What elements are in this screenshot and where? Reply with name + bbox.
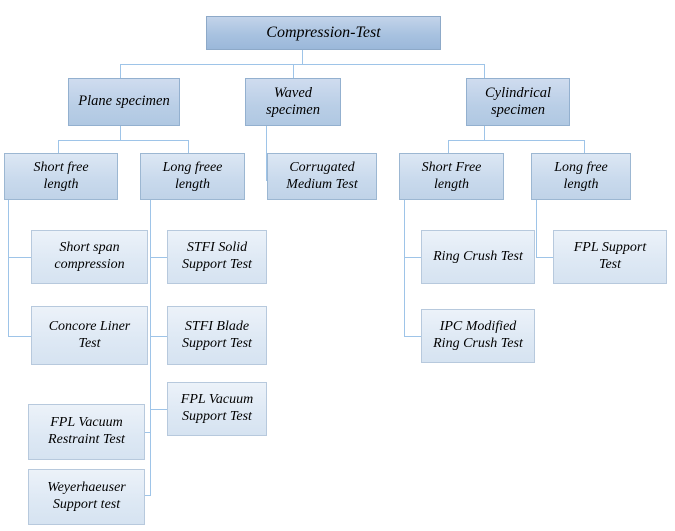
node-long-free-length-right-label: Long free length <box>554 159 608 192</box>
connector-short-free-right-spine <box>404 200 405 336</box>
connector-root-to-waved <box>293 64 294 78</box>
node-ring-crush-test-label: Ring Crush Test <box>433 248 523 264</box>
connector-cylindrical-to-long-free <box>584 140 585 153</box>
node-long-free-length-right[interactable]: Long free length <box>531 153 631 200</box>
node-plane-specimen[interactable]: Plane specimen <box>68 78 180 126</box>
connector-long-freee-spine <box>150 200 151 495</box>
node-concore-liner-test[interactable]: Concore Liner Test <box>31 306 148 365</box>
node-fpl-vacuum-support-test-label: FPL Vacuum Support Test <box>180 392 254 424</box>
node-long-freee-length-left[interactable]: Long freee length <box>140 153 245 200</box>
node-weyerhaeuser-support-test-label: Weyerhaeuser Support test <box>47 480 126 512</box>
node-ipc-modified-ring-crush-test[interactable]: IPC Modified Ring Crush Test <box>421 309 535 363</box>
connector-root-to-plane <box>120 64 121 78</box>
connector-to-concore-liner-test <box>8 336 32 337</box>
connector-to-ipc-modified-ring-crush-test <box>404 336 422 337</box>
node-root[interactable]: Compression-Test <box>206 16 441 50</box>
node-fpl-vacuum-support-test[interactable]: FPL Vacuum Support Test <box>167 382 267 436</box>
connector-waved-stem <box>266 126 267 180</box>
node-waved-specimen[interactable]: Waved specimen <box>245 78 341 126</box>
node-short-free-length-right[interactable]: Short Free length <box>399 153 504 200</box>
connector-plane-stem <box>120 126 121 140</box>
node-stfi-blade-support-test[interactable]: STFI Blade Support Test <box>167 306 267 365</box>
node-fpl-vacuum-restraint-test[interactable]: FPL Vacuum Restraint Test <box>28 404 145 460</box>
connector-to-short-span-compression <box>8 257 32 258</box>
node-short-free-length-left-label: Short free length <box>33 159 89 192</box>
node-stfi-blade-support-test-label: STFI Blade Support Test <box>182 318 252 351</box>
node-corrugated-medium-test[interactable]: Corrugated Medium Test <box>267 153 377 200</box>
connector-root-stem <box>302 50 303 64</box>
connector-cylindrical-bus <box>448 140 584 141</box>
connector-to-stfi-solid-support-test <box>150 257 168 258</box>
connector-to-fpl-vacuum-restraint-test <box>144 432 151 433</box>
node-short-span-compression-label: Short span compression <box>54 240 125 272</box>
node-short-free-length-right-label: Short Free length <box>421 159 482 192</box>
node-short-free-length-left[interactable]: Short free length <box>4 153 118 200</box>
node-waved-specimen-label: Waved specimen <box>266 84 320 118</box>
node-long-freee-length-left-label: Long freee length <box>162 159 223 192</box>
connector-root-to-cylindrical <box>484 64 485 78</box>
connector-plane-to-short-free <box>58 140 59 153</box>
connector-cylindrical-to-short-free <box>448 140 449 153</box>
node-ipc-modified-ring-crush-test-label: IPC Modified Ring Crush Test <box>433 319 523 351</box>
node-fpl-support-test-label: FPL Support Test <box>573 240 647 272</box>
connector-short-free-left-spine <box>8 200 9 336</box>
connector-to-stfi-blade-support-test <box>150 336 168 337</box>
connector-root-bus <box>120 64 484 65</box>
node-cylindrical-specimen[interactable]: Cylindrical specimen <box>466 78 570 126</box>
node-fpl-support-test[interactable]: FPL Support Test <box>553 230 667 284</box>
node-ring-crush-test[interactable]: Ring Crush Test <box>421 230 535 284</box>
connector-to-ring-crush-test <box>404 257 422 258</box>
node-fpl-vacuum-restraint-test-label: FPL Vacuum Restraint Test <box>48 415 125 447</box>
connector-plane-to-long-freee <box>188 140 189 153</box>
node-concore-liner-test-label: Concore Liner Test <box>48 318 131 351</box>
connector-to-weyerhaeuser-support-test <box>144 495 151 496</box>
node-stfi-solid-support-test[interactable]: STFI Solid Support Test <box>167 230 267 284</box>
node-short-span-compression[interactable]: Short span compression <box>31 230 148 284</box>
connector-cylindrical-stem <box>484 126 485 140</box>
connector-long-free-right-spine <box>536 200 537 257</box>
node-stfi-solid-support-test-label: STFI Solid Support Test <box>182 240 252 272</box>
connector-to-fpl-vacuum-support-test <box>150 409 168 410</box>
node-cylindrical-specimen-label: Cylindrical specimen <box>484 84 552 118</box>
node-plane-specimen-label: Plane specimen <box>78 93 170 110</box>
node-root-label: Compression-Test <box>266 23 381 41</box>
node-weyerhaeuser-support-test[interactable]: Weyerhaeuser Support test <box>28 469 145 525</box>
connector-plane-bus <box>58 140 188 141</box>
node-corrugated-medium-test-label: Corrugated Medium Test <box>286 159 358 192</box>
connector-to-fpl-support-test <box>536 257 554 258</box>
